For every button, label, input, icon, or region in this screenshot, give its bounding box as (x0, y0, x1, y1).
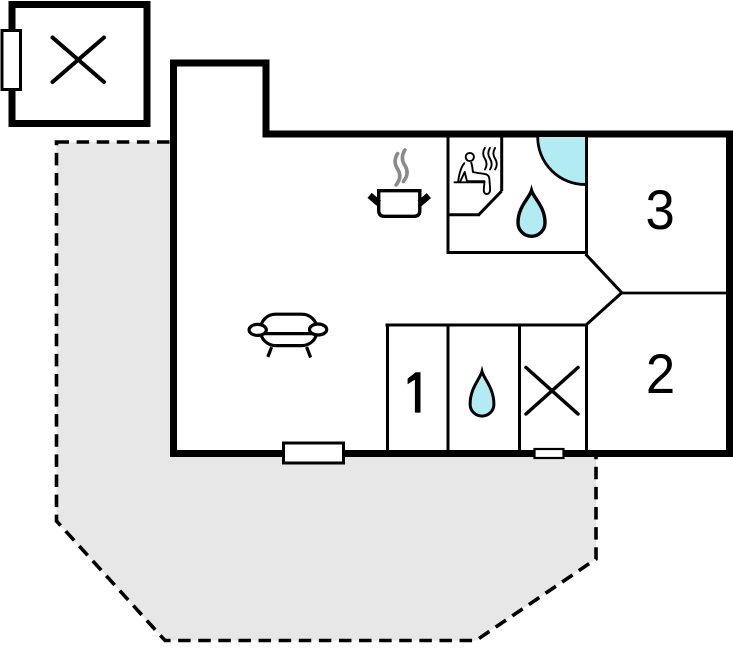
svg-text:3: 3 (646, 179, 675, 242)
svg-text:2: 2 (646, 343, 675, 406)
